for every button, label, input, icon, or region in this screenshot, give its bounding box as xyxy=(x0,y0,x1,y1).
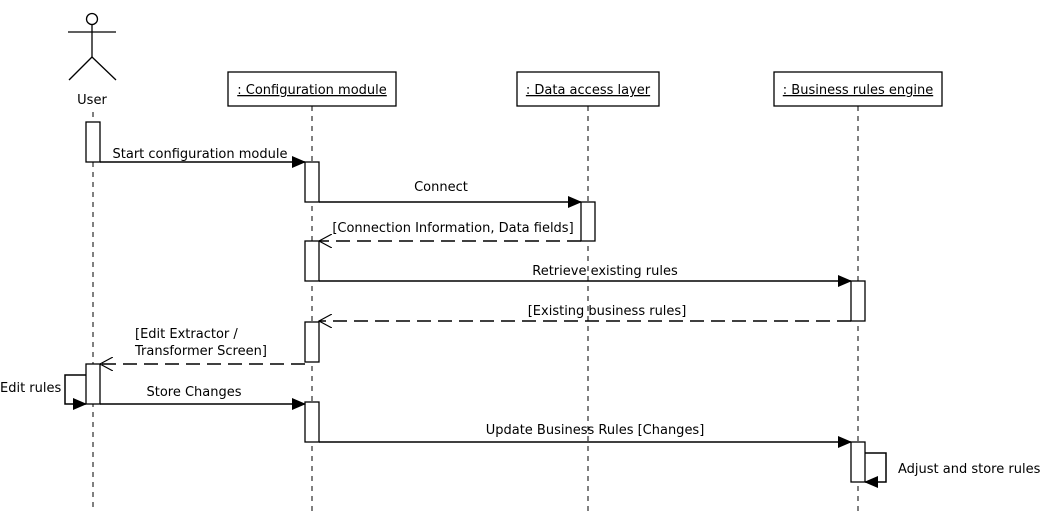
message-label: Retrieve existing rules xyxy=(532,264,678,279)
participant-label: : Data access layer xyxy=(526,83,651,98)
message-adjust-and-store-rules-self xyxy=(864,452,887,488)
message-label: Start configuration module xyxy=(113,147,288,162)
actor-right-leg xyxy=(91,56,117,81)
message-label: Store Changes xyxy=(146,385,241,400)
actor-head xyxy=(85,12,99,26)
message-label: [Existing business rules] xyxy=(528,304,687,319)
message-label-line1: [Edit Extractor / xyxy=(135,327,238,342)
participant-label: : Business rules engine xyxy=(783,83,933,98)
actor-label: User xyxy=(77,93,107,108)
message-label: Update Business Rules [Changes] xyxy=(486,423,705,438)
activation-user-1 xyxy=(85,121,101,163)
message-label-line2: Transformer Screen] xyxy=(134,344,267,359)
message-label: Adjust and store rules xyxy=(898,462,1041,477)
actor-left-leg xyxy=(68,56,93,81)
participant-business-rules-engine: : Business rules engine xyxy=(773,71,943,107)
activation-config-3 xyxy=(304,321,320,363)
message-label: Connect xyxy=(414,180,468,195)
activation-config-4 xyxy=(304,401,320,443)
activation-dal-1 xyxy=(580,201,596,242)
participant-label: : Configuration module xyxy=(237,83,387,98)
activation-bre-1 xyxy=(850,280,866,322)
user-actor xyxy=(68,12,117,81)
activation-config-1 xyxy=(304,161,320,203)
participant-configuration-module: : Configuration module xyxy=(227,71,397,107)
activation-config-2 xyxy=(304,240,320,282)
activation-bre-2 xyxy=(850,441,866,483)
message-label: [Connection Information, Data fields] xyxy=(332,221,573,236)
activation-user-2 xyxy=(85,363,101,405)
message-label: Edit rules xyxy=(0,381,62,396)
message-edit-rules-self xyxy=(64,374,87,410)
participant-data-access-layer: : Data access layer xyxy=(516,71,660,107)
